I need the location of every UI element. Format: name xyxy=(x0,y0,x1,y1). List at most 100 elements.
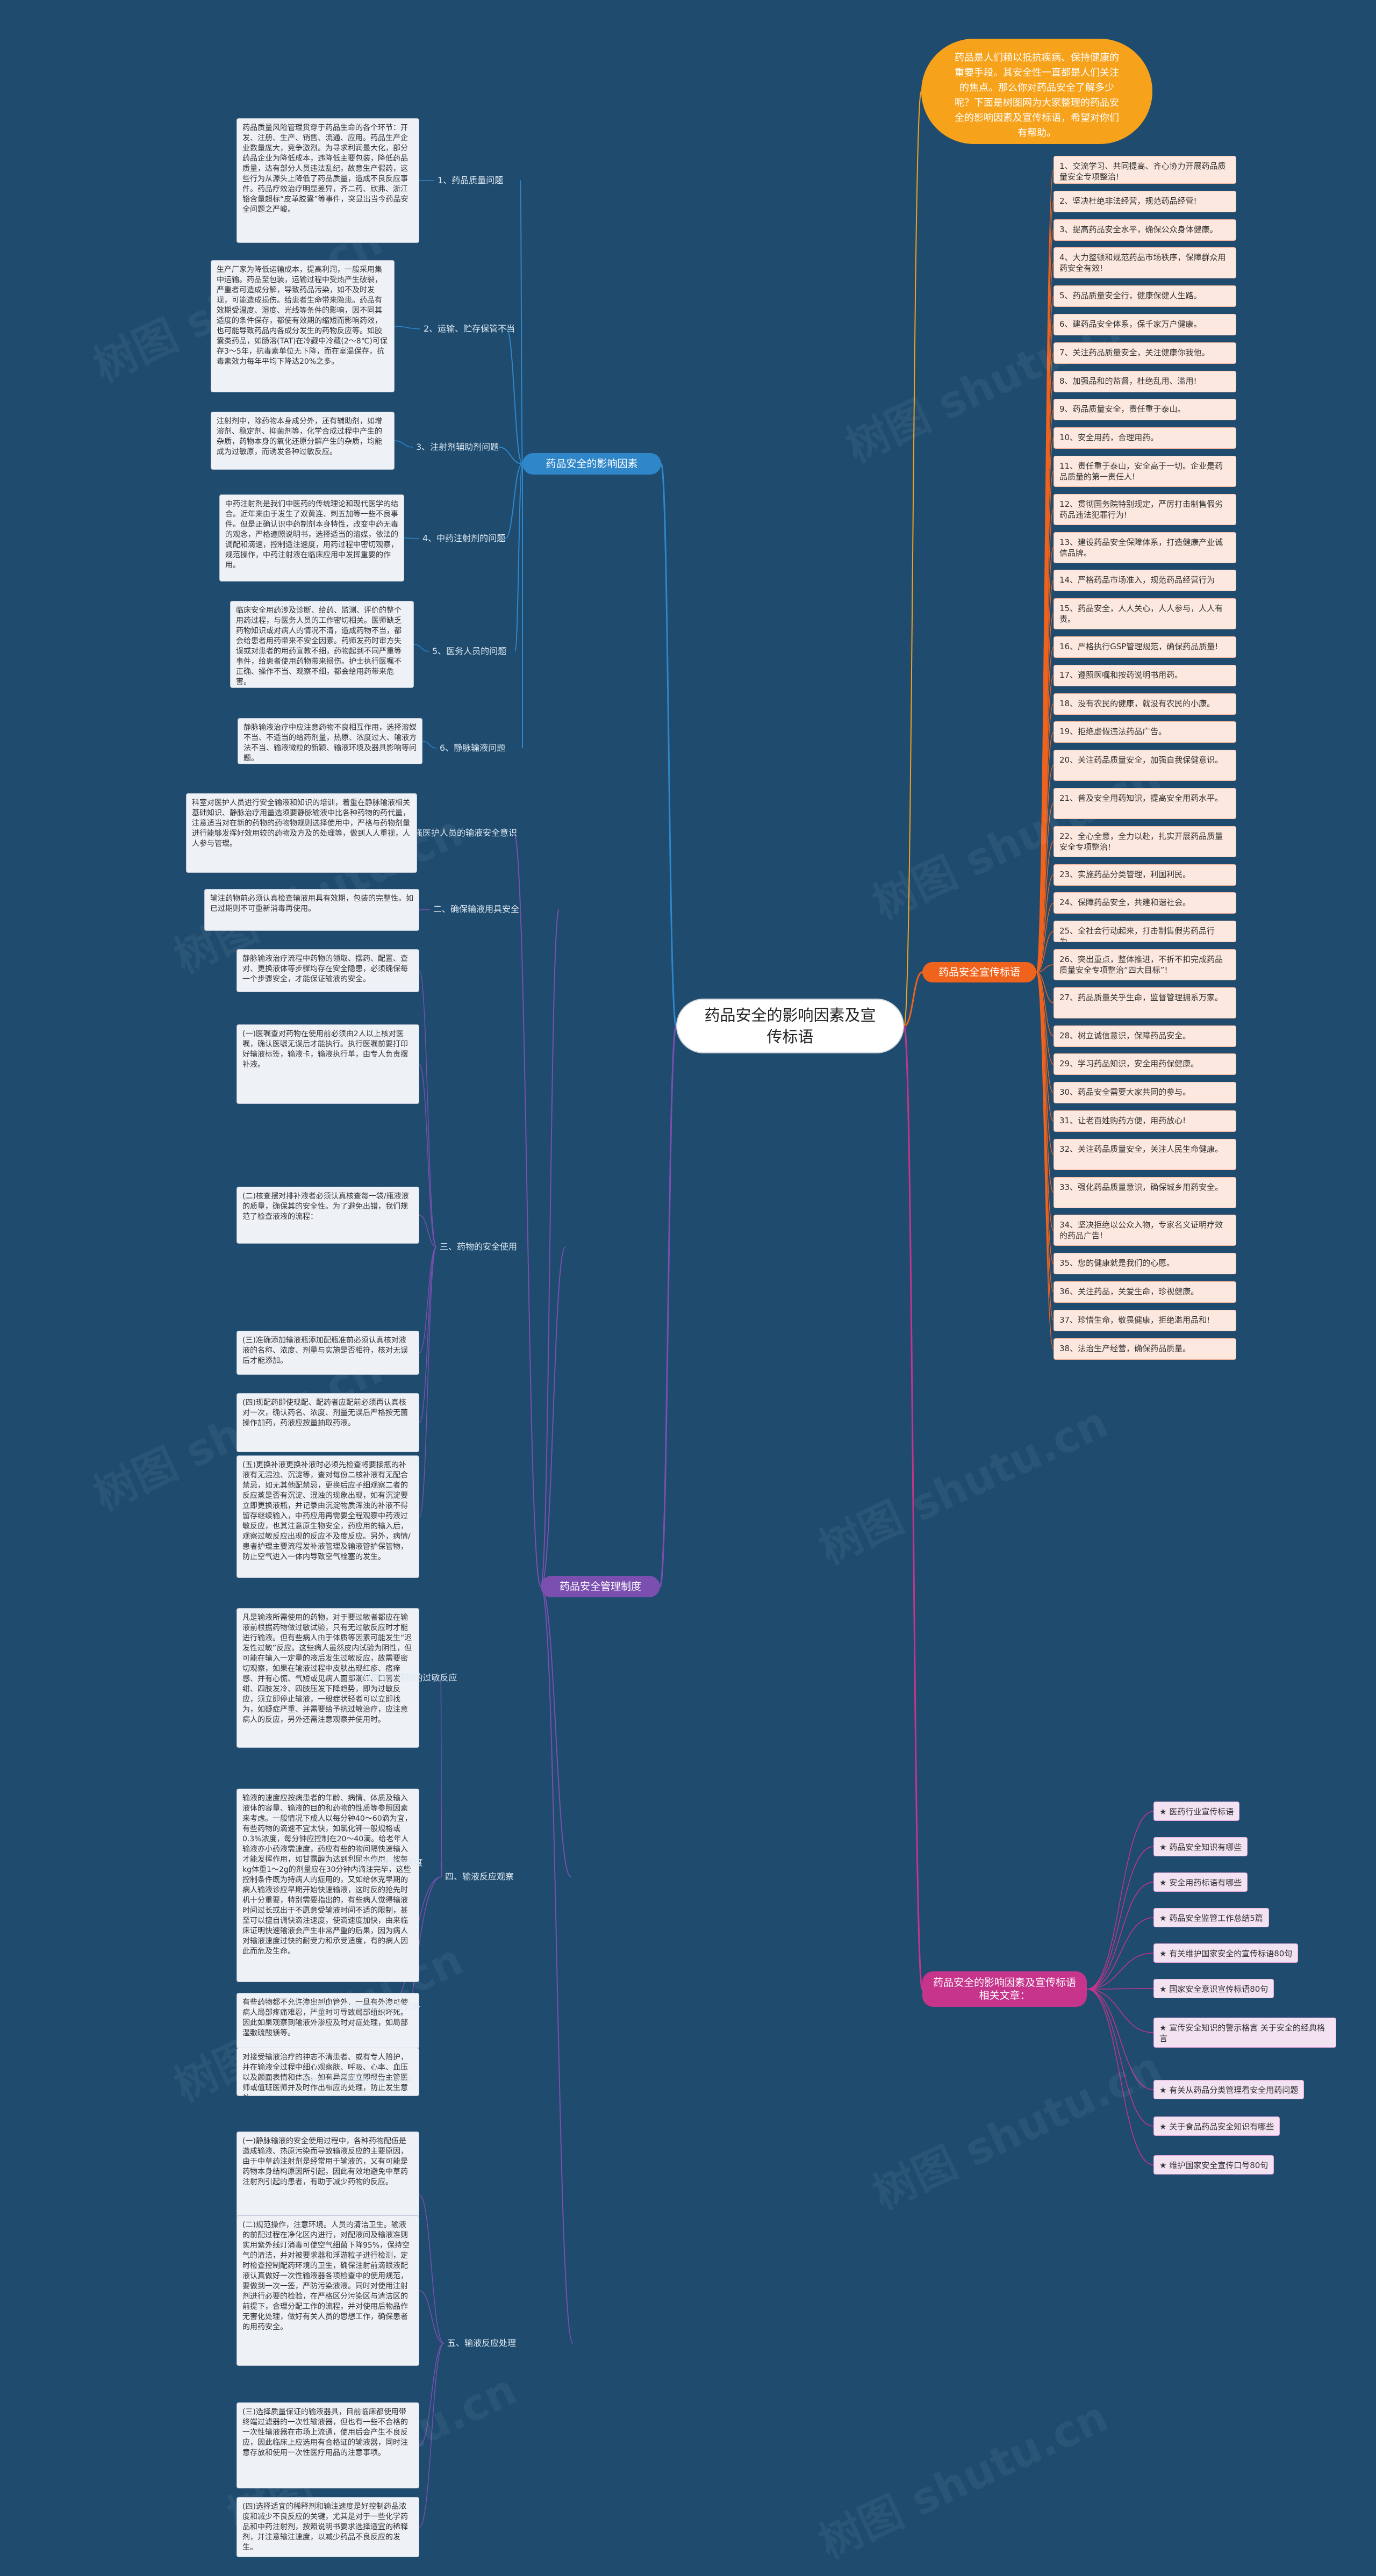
management-detail[interactable]: (四)选择适宜的稀释剂和输注速度是好控制药品浓度和减少不良反应的关键，尤其是对于… xyxy=(236,2497,419,2557)
slogan-item[interactable]: 18、没有农民的健康，就没有农民的小康。 xyxy=(1054,693,1236,715)
related-article-link[interactable]: ★ 有关从药品分类管理看安全用药问题 xyxy=(1153,2080,1305,2099)
management-subtopic[interactable]: (一)观察有无药物的过敏反应 xyxy=(347,1673,457,1683)
related-article-link[interactable]: ★ 宣传安全知识的警示格言 关于安全的经典格言 xyxy=(1153,2018,1336,2048)
management-detail[interactable]: 凡是输液所需使用的药物，对于要过敏者都应在输液前根据药物做过敏试验，只有无过敏反… xyxy=(236,1608,419,1748)
slogan-item[interactable]: 38、法治生产经营，确保药品质量。 xyxy=(1054,1338,1236,1360)
link-related-item xyxy=(1086,1989,1154,2127)
management-detail[interactable]: 科室对医护人员进行安全输液和知识的培训，着重在静脉输液相关基础知识、静脉治疗用量… xyxy=(186,793,417,873)
slogan-item[interactable]: 20、关注药品质量安全，加强自我保健意识。 xyxy=(1054,750,1236,781)
management-detail[interactable]: (四)现配药即使现配、配药者应配前必须再认真核对一次，确认药名、浓度、剂量无误后… xyxy=(236,1393,419,1452)
related-article-link[interactable]: ★ 药品安全知识有哪些 xyxy=(1153,1837,1248,1856)
link-management-topic xyxy=(540,1246,566,1587)
slogan-item[interactable]: 16、严格执行GSP管理规范，确保药品质量! xyxy=(1054,636,1236,658)
influence-topic[interactable]: 5、医务人员的问题 xyxy=(432,646,507,656)
influence-detail[interactable]: 临床安全用药涉及诊断、给药、监测、评价的整个用药过程，与医务人员的工作密切相关。… xyxy=(230,601,414,688)
management-detail[interactable]: 有些药物都不允许渗出到血管外，一旦有外渗可使病人局部疼痛难忍，严重时可导致局部组… xyxy=(236,1993,419,2049)
central-topic[interactable]: 药品安全的影响因素及宣传标语 xyxy=(676,999,904,1053)
influence-topic[interactable]: 3、注射剂辅助剂问题 xyxy=(416,442,499,452)
slogan-item[interactable]: 28、树立诚信意识，保障药品安全。 xyxy=(1054,1025,1236,1047)
slogan-item[interactable]: 14、严格药品市场准入，规范药品经营行为 xyxy=(1054,570,1236,592)
slogan-item[interactable]: 3、提高药品安全水平，确保公众身体健康。 xyxy=(1054,219,1236,241)
link-influence-detail xyxy=(394,326,421,329)
link-slogan xyxy=(1036,972,1054,1231)
related-article-link[interactable]: ★ 有关维护国家安全的宣传标语80句 xyxy=(1153,1943,1299,1963)
slogan-item[interactable]: 37、珍惜生命，敬畏健康，拒绝滥用品和! xyxy=(1054,1309,1236,1331)
related-article-link[interactable]: ★ 药品安全监管工作总结5篇 xyxy=(1153,1908,1269,1927)
influence-topic[interactable]: 1、药品质量问题 xyxy=(438,175,504,185)
influence-detail[interactable]: 中药注射剂是我们中医药的传统理论和现代医学的结合。近年来由于发生了双黄连、刺五加… xyxy=(219,494,404,582)
related-article-link[interactable]: ★ 医药行业宣传标语 xyxy=(1153,1802,1240,1821)
slogan-item[interactable]: 22、全心全意，全力以赴，扎实开展药品质量安全专项整治! xyxy=(1054,826,1236,857)
management-detail[interactable]: 输液的速度应按病患者的年龄、病情、体质及输入液体的容量、输液的目的和药物的性质等… xyxy=(236,1789,419,1982)
slogan-item[interactable]: 29、学习药品知识，安全用药保健康。 xyxy=(1054,1053,1236,1075)
link-slogan xyxy=(1036,931,1054,973)
branch-management[interactable]: 药品安全管理制度 xyxy=(541,1576,660,1597)
slogan-item[interactable]: 24、保障药品安全，共建和谐社会。 xyxy=(1054,892,1236,914)
slogan-item[interactable]: 8、加强品和的监督，杜绝乱用、滥用! xyxy=(1054,370,1236,392)
intro-bubble[interactable]: 药品是人们赖以抵抗疾病、保持健康的重要手段。其安全性一直都是人们关注的焦点。那么… xyxy=(921,39,1152,144)
slogan-item[interactable]: 31、让老百姓购药方便，用药放心! xyxy=(1054,1110,1236,1132)
management-detail[interactable]: (二)核查摆对排补液者必须认真核查每一袋/瓶液液的质量，确保其的安全性。为了避免… xyxy=(236,1187,419,1244)
slogan-item[interactable]: 26、突出重点，整体推进，不折不扣完成药品质量安全专项整治“四大目标”! xyxy=(1054,949,1236,980)
management-topic[interactable]: 二、确保输液用具安全 xyxy=(433,904,520,914)
slogan-item[interactable]: 1、交流学习、共同提高、齐心协力开展药品质量安全专项整治! xyxy=(1054,156,1236,184)
link-management-topic xyxy=(540,1586,571,1877)
slogan-item[interactable]: 17、遵照医嘱和按药说明书用药。 xyxy=(1054,664,1236,686)
management-detail[interactable]: (三)准确添加输液瓶添加配瓶准前必须认真核对液液的名称、浓度、剂量与实施是否相符… xyxy=(236,1331,419,1375)
management-subtopic[interactable]: (三)观察输液药物有无漏至血管外 xyxy=(293,2001,421,2012)
link-management-detail xyxy=(419,970,437,1247)
management-detail[interactable]: (二)规范操作，注意环境。人员的清洁卫生。输液的前配过程在净化区内进行，对配液间… xyxy=(236,2215,419,2366)
management-subtopic[interactable]: (四)对神志不清患者要专人看护 xyxy=(293,2076,412,2086)
management-detail[interactable]: (一)医嘱查对药物在使用前必须由2人以上核对医嘱，确认医嘱无误后才能执行。执行医… xyxy=(236,1024,419,1104)
related-article-link[interactable]: ★ 关于食品药品安全知识有哪些 xyxy=(1153,2116,1280,2136)
slogan-item[interactable]: 36、关注药品，关爱生命，珍视健康。 xyxy=(1054,1281,1236,1303)
branch-related[interactable]: 药品安全的影响因素及宣传标语相关文章： xyxy=(922,1971,1087,2007)
slogan-item[interactable]: 11、责任重于泰山，安全高于一切。企业是药品质量的第一责任人! xyxy=(1054,456,1236,487)
slogan-item[interactable]: 23、实施药品分类管理，利国利民。 xyxy=(1054,864,1236,886)
slogan-item[interactable]: 15、药品安全，人人关心，人人参与，人人有责。 xyxy=(1054,598,1236,630)
slogan-item[interactable]: 9、药品质量安全，责任重于泰山。 xyxy=(1054,399,1236,421)
branch-influence[interactable]: 药品安全的影响因素 xyxy=(522,453,661,475)
influence-detail[interactable]: 药品质量风险管理贯穿于药品生命的各个环节：开发、注册、生产、销售、流通、应用。药… xyxy=(236,118,419,243)
slogan-item[interactable]: 19、拒绝虚假违法药品广告。 xyxy=(1054,721,1236,743)
slogan-item[interactable]: 25、全社会行动起来，打击制售假劣药品行为。 xyxy=(1054,921,1236,943)
influence-detail[interactable]: 注射剂中，除药物本身成分外，还有辅助剂，如增溶剂、稳定剂、抑菌剂等，化学合成过程… xyxy=(211,412,395,470)
influence-topic[interactable]: 4、中药注射剂的问题 xyxy=(422,533,506,543)
slogan-item[interactable]: 10、安全用药，合理用药。 xyxy=(1054,427,1236,449)
slogan-item[interactable]: 30、药品安全需要大家共同的参与。 xyxy=(1054,1082,1236,1104)
management-detail[interactable]: 对接受输液治疗的神志不清患者、或有专人陪护，并在输液全过程中细心观察肤、呼吸、心… xyxy=(236,2048,419,2096)
related-article-link[interactable]: ★ 安全用药标语有哪些 xyxy=(1153,1872,1248,1892)
influence-topic[interactable]: 2、运输、贮存保管不当 xyxy=(424,324,515,334)
link-slogan xyxy=(1036,972,1054,1350)
management-detail[interactable]: (五)更换补液更换补液时必须先检查将要接瓶的补液有无混浊、沉淀等，查对每份二核补… xyxy=(236,1455,419,1578)
management-detail[interactable]: 静脉输液治疗流程中药物的领取、摆药、配置、查对、更换液体等步骤均存在安全隐患，必… xyxy=(236,949,419,992)
related-article-link[interactable]: ★ 维护国家安全宣传口号80句 xyxy=(1153,2155,1274,2175)
slogan-item[interactable]: 4、大力整顿和规范药品市场秩序，保障群众用药安全有效! xyxy=(1054,247,1236,279)
management-detail[interactable]: 输注药物前必须认真检查输液用具有效期，包装的完整性。如已过期则不可重新消毒再使用… xyxy=(204,889,419,931)
management-topic[interactable]: 一、加强医护人员的输液安全意识 xyxy=(388,828,518,838)
slogan-item[interactable]: 2、坚决杜绝非法经营，规范药品经营! xyxy=(1054,190,1236,212)
slogan-item[interactable]: 32、关注药品质量安全，关注人民生命健康。 xyxy=(1054,1138,1236,1170)
slogan-item[interactable]: 12、贯彻国务院特别规定，严厉打击制售假劣药品违法犯罪行为! xyxy=(1054,493,1236,525)
management-topic[interactable]: 四、输液反应观察 xyxy=(445,1871,514,1882)
management-detail[interactable]: (三)选择质量保证的输液器具，目前临床都使用带终端过滤器的一次性输液器，但也有一… xyxy=(236,2402,419,2488)
influence-topic[interactable]: 6、静脉输液问题 xyxy=(440,743,506,753)
slogan-item[interactable]: 6、建药品安全体系，保千家万户健康。 xyxy=(1054,314,1236,335)
slogan-item[interactable]: 35、您的健康就是我们的心愿。 xyxy=(1054,1253,1236,1275)
management-topic[interactable]: 五、输液反应处理 xyxy=(447,2338,517,2348)
link-management-detail xyxy=(419,2290,445,2344)
influence-detail[interactable]: 生产厂家为降低运输成本，提高利润，一般采用集中运输。药品至包装，运输过程中受热产… xyxy=(211,260,395,392)
management-subtopic[interactable]: (二)观察输液的速度 xyxy=(347,1857,423,1868)
slogan-item[interactable]: 27、药品质量关乎生命，监督管理拥系万家。 xyxy=(1054,987,1236,1018)
slogan-item[interactable]: 7、关注药品质量安全，关注健康你我他。 xyxy=(1054,342,1236,364)
slogan-item[interactable]: 34、坚决拒绝以公众入物，专家名义证明疗效的药品广告! xyxy=(1054,1215,1236,1246)
slogan-item[interactable]: 5、药品质量安全行，健康保健人生路。 xyxy=(1054,285,1236,307)
slogan-item[interactable]: 21、普及安全用药知识，提高安全用药水平。 xyxy=(1054,788,1236,819)
management-topic[interactable]: 三、药物的安全使用 xyxy=(440,1242,518,1252)
slogan-item[interactable]: 33、强化药品质量意识，确保城乡用药安全。 xyxy=(1054,1176,1236,1208)
related-article-link[interactable]: ★ 国家安全意识宣传标语80句 xyxy=(1153,1979,1274,1998)
influence-detail[interactable]: 静脉输液治疗中应注意药物不良相互作用，选择溶媒不当、不适当的给药剂量，热原、浓度… xyxy=(238,718,422,764)
slogan-item[interactable]: 13、建设药品安全保障体系，打造健康产业诚信品牌。 xyxy=(1054,532,1236,563)
link-management-subtopic xyxy=(440,1677,442,1877)
branch-slogans[interactable]: 药品安全宣传标语 xyxy=(922,962,1036,982)
